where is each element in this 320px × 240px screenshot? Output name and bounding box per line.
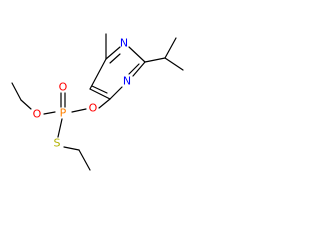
atom-o-aryl: O: [89, 102, 98, 115]
bond-oethoxy-ch2: [20, 99, 32, 110]
atom-o-ethoxy: O: [33, 108, 42, 121]
bond-n3-c4: [109, 86, 123, 100]
bond-ch-ch3-b: [164, 57, 184, 71]
bond-o-p: [71, 108, 87, 113]
atom-s: S: [54, 137, 61, 150]
atom-o-double: O: [59, 81, 68, 94]
bond-p-s: [57, 118, 63, 138]
bond-s-ch2: [63, 146, 80, 151]
bond-c2-ch: [144, 57, 166, 63]
bond-c5-c6: [89, 58, 107, 90]
bond-n1-c2: [128, 46, 146, 63]
bond-c6-n1-double: [109, 53, 121, 64]
bond-c2-n3: [132, 61, 146, 77]
bond-c4-c5-double: [91, 85, 108, 94]
bond-c6-n1: [105, 46, 121, 60]
bond-ch-ch3-a: [164, 37, 177, 59]
bond-c2-n3-double: [128, 63, 140, 75]
bond-c4-o: [98, 98, 111, 109]
bond-p-oethoxy: [43, 111, 56, 115]
bond-sch2-ch3: [78, 149, 91, 171]
bond-ch2-ch3-ethoxy: [11, 82, 22, 101]
atom-p: P: [60, 107, 67, 120]
molecule-drawing: N N O O O P S: [11, 33, 184, 171]
structure-diagram: N N O O O P S: [0, 0, 195, 184]
atom-n-bottom: N: [123, 75, 131, 88]
atom-n-top: N: [120, 37, 128, 50]
bond-c4-c5: [89, 88, 111, 100]
